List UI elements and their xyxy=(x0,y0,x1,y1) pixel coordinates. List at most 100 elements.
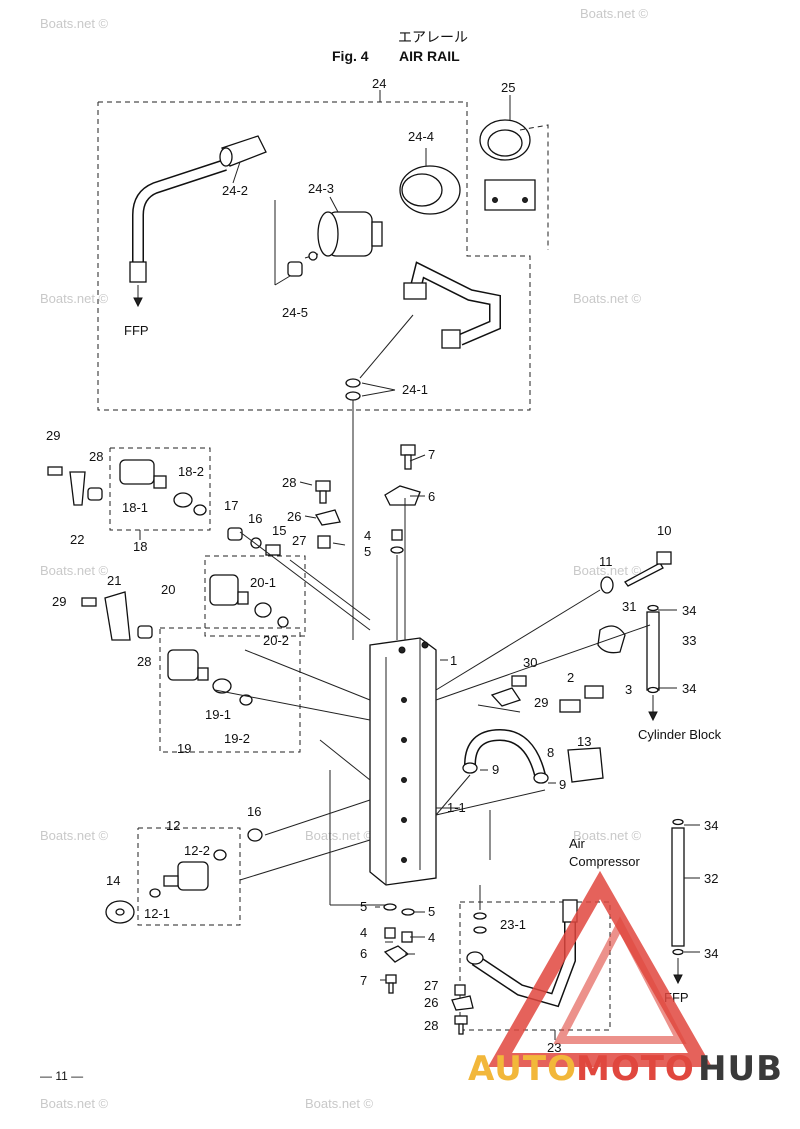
watermarks: Boats.net © Boats.net © Boats.net © Boat… xyxy=(40,6,649,1111)
label-9: 9 xyxy=(559,777,566,792)
label-6: 6 xyxy=(360,946,367,961)
parts-4-5-top xyxy=(390,529,404,554)
label-5: 5 xyxy=(428,904,435,919)
label-11: 11 xyxy=(599,554,613,569)
watermark-text: Boats.net © xyxy=(305,1096,374,1111)
part-26-clip-top xyxy=(314,509,341,526)
label-6: 6 xyxy=(428,489,435,504)
label-20-2: 20-2 xyxy=(263,633,289,648)
label-16: 16 xyxy=(248,511,262,526)
label-29: 29 xyxy=(46,428,60,443)
watermark-text: Boats.net © xyxy=(40,16,109,31)
group-box-19 xyxy=(159,627,301,753)
label-34: 34 xyxy=(682,603,696,618)
logo-auto: AUTO xyxy=(468,1049,577,1089)
label-18-2: 18-2 xyxy=(178,464,204,479)
watermark-text: Boats.net © xyxy=(40,291,109,306)
label-12: 12 xyxy=(166,818,180,833)
part-24-2-pipe xyxy=(129,135,267,308)
part-10-bolt xyxy=(624,551,672,587)
label-24-1: 24-1 xyxy=(402,382,428,397)
watermark-text: Boats.net © xyxy=(40,1096,109,1111)
label-16: 16 xyxy=(247,804,261,819)
label-33: 33 xyxy=(682,633,696,648)
label-7: 7 xyxy=(360,973,367,988)
part-1-air-rail xyxy=(369,637,437,886)
logo-moto: MOTO xyxy=(576,1049,695,1089)
label-10: 10 xyxy=(657,523,671,538)
watermark-text: Boats.net © xyxy=(305,828,374,843)
label-2: 2 xyxy=(567,670,574,685)
part-33-tube xyxy=(646,604,660,722)
label-21: 21 xyxy=(107,573,121,588)
label-7: 7 xyxy=(428,447,435,462)
label-34: 34 xyxy=(682,681,696,696)
label-24-5: 24-5 xyxy=(282,305,308,320)
label-19-2: 19-2 xyxy=(224,731,250,746)
group-box-12 xyxy=(137,827,241,926)
label-18-1: 18-1 xyxy=(122,500,148,515)
watermark-text: Boats.net © xyxy=(40,563,109,578)
label-29: 29 xyxy=(534,695,548,710)
label-31: 31 xyxy=(622,599,636,614)
label-24-2: 24-2 xyxy=(222,183,248,198)
label-24-3: 24-3 xyxy=(308,181,334,196)
watermark-text: Boats.net © xyxy=(580,6,649,21)
label-12-1: 12-1 xyxy=(144,906,170,921)
label-4: 4 xyxy=(364,528,371,543)
label-27: 27 xyxy=(424,978,438,993)
label-29: 29 xyxy=(52,594,66,609)
label-23-1: 23-1 xyxy=(500,917,526,932)
watermark-text: Boats.net © xyxy=(573,291,642,306)
part-19-fitting xyxy=(167,649,253,706)
part-32-tube xyxy=(671,818,685,985)
group-box-24 xyxy=(97,101,531,411)
part-12-fitting xyxy=(149,828,263,898)
label-13: 13 xyxy=(577,734,591,749)
label-cylinder-block: Cylinder Block xyxy=(638,727,722,742)
label-18: 18 xyxy=(133,539,147,554)
part-24-1-washers xyxy=(345,378,361,401)
fig-number: Fig. 4 xyxy=(332,48,369,64)
label-air: Air xyxy=(569,836,586,851)
part-8-hose xyxy=(462,728,549,784)
group-box-18 xyxy=(109,447,211,531)
label-20-1: 20-1 xyxy=(250,575,276,590)
part-6-plate-top xyxy=(384,485,421,506)
label-5: 5 xyxy=(364,544,371,559)
label-1-1: 1-1 xyxy=(447,800,466,815)
label-19: 19 xyxy=(177,741,191,756)
label-27: 27 xyxy=(292,533,306,548)
title-japanese: エアレール xyxy=(398,30,468,46)
part-22-bracket xyxy=(47,466,103,506)
part-24-4-ring xyxy=(399,165,461,215)
label-26: 26 xyxy=(424,995,438,1010)
part-11-washer xyxy=(600,576,614,594)
label-15: 15 xyxy=(272,523,286,538)
part-24-3-regulator xyxy=(304,211,383,261)
part-labels: 24 25 24-4 24-2 24-3 24-5 24-1 FFP 29 28… xyxy=(46,76,722,1055)
label-24-4: 24-4 xyxy=(408,129,434,144)
label-32: 32 xyxy=(704,871,718,886)
label-28: 28 xyxy=(424,1018,438,1033)
label-22: 22 xyxy=(70,532,84,547)
part-21-bracket xyxy=(81,591,153,641)
label-28: 28 xyxy=(89,449,103,464)
label-34: 34 xyxy=(704,946,718,961)
leader-lines xyxy=(214,454,700,981)
label-12-2: 12-2 xyxy=(184,843,210,858)
page-number: — 11 — xyxy=(40,1069,83,1083)
watermark-text: Boats.net © xyxy=(40,828,109,843)
part-28-bolt-top xyxy=(315,480,331,504)
label-3: 3 xyxy=(625,682,632,697)
label-4: 4 xyxy=(428,930,435,945)
label-14: 14 xyxy=(106,873,120,888)
label-1: 1 xyxy=(450,653,457,668)
title-english: AIR RAIL xyxy=(399,48,460,64)
parts-30-2-3 xyxy=(490,675,604,713)
logo-hub: HUB xyxy=(698,1049,783,1089)
label-24: 24 xyxy=(372,76,386,91)
label-17: 17 xyxy=(224,498,238,513)
label-26: 26 xyxy=(287,509,301,524)
